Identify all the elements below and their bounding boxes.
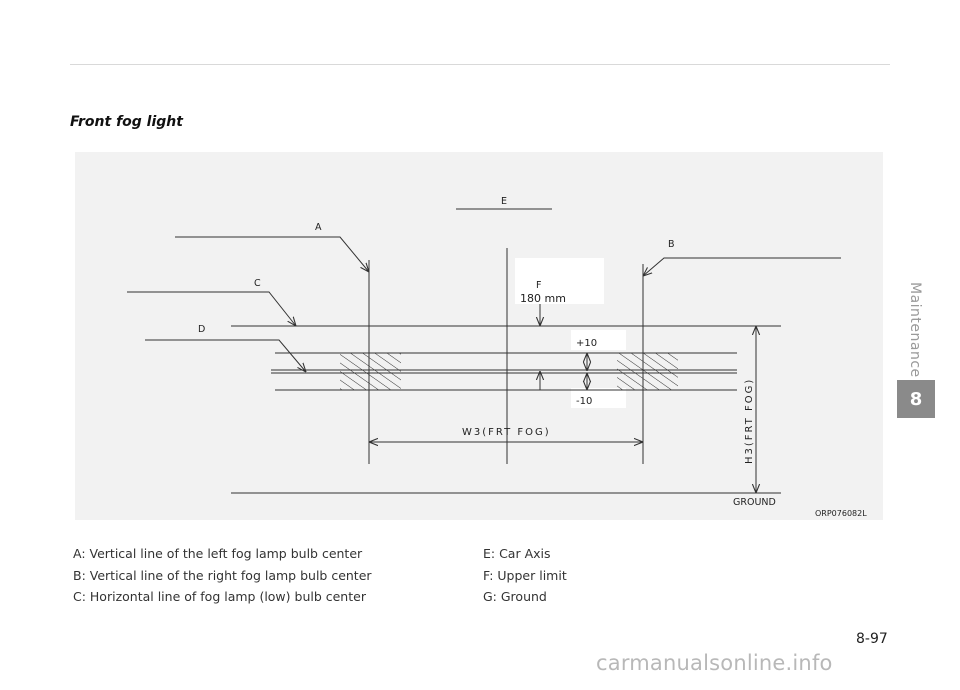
watermark: carmanualsonline.info (596, 651, 833, 675)
page-number: 8-97 (856, 631, 888, 647)
top-divider (70, 64, 890, 65)
c-leader-line (127, 291, 296, 326)
fog-light-aiming-diagram: E A B C D F 180 mm +10 -10 W3(FRT FOG) H… (75, 152, 883, 520)
legend-right-column: E: Car Axis F: Upper limit G: Ground (483, 543, 567, 608)
label-w3: W3(FRT FOG) (462, 427, 551, 438)
chapter-number-tab: 8 (897, 380, 935, 418)
b-leader-line (643, 257, 841, 276)
label-180mm: 180 mm (520, 292, 566, 305)
legend-item-b: B: Vertical line of the right fog lamp b… (73, 567, 372, 583)
legend-item-f: F: Upper limit (483, 567, 567, 583)
label-ground: GROUND (733, 497, 776, 508)
f-label-background (515, 258, 604, 304)
a-leader-line (175, 236, 369, 272)
label-e: E (501, 196, 507, 207)
label-a: A (315, 222, 322, 233)
label-minus-10: -10 (576, 396, 592, 407)
legend-item-e: E: Car Axis (483, 546, 551, 561)
section-title: Front fog light (70, 114, 183, 130)
chapter-side-label: Maintenance (907, 282, 923, 378)
label-d: D (198, 324, 205, 335)
diagram-svg: E A B C D F 180 mm +10 -10 W3(FRT FOG) H… (127, 196, 867, 518)
legend-left-column: A: Vertical line of the left fog lamp bu… (73, 543, 372, 608)
legend-item-g: G: Ground (483, 589, 547, 604)
plus-label-background (571, 330, 626, 350)
label-f: F (536, 280, 541, 291)
right-hatched-zone (617, 353, 678, 390)
label-c: C (254, 278, 261, 289)
legend-item-c: C: Horizontal line of fog lamp (low) bul… (73, 589, 366, 604)
label-h3: H3(FRT FOG) (744, 378, 755, 464)
label-b: B (668, 239, 675, 250)
label-plus-10: +10 (576, 338, 597, 349)
d-leader-line (145, 339, 306, 372)
left-hatched-zone (340, 353, 401, 390)
legend-item-a: A: Vertical line of the left fog lamp bu… (73, 546, 363, 561)
minus-label-background (571, 388, 626, 408)
figure-code: ORP076082L (815, 509, 867, 518)
